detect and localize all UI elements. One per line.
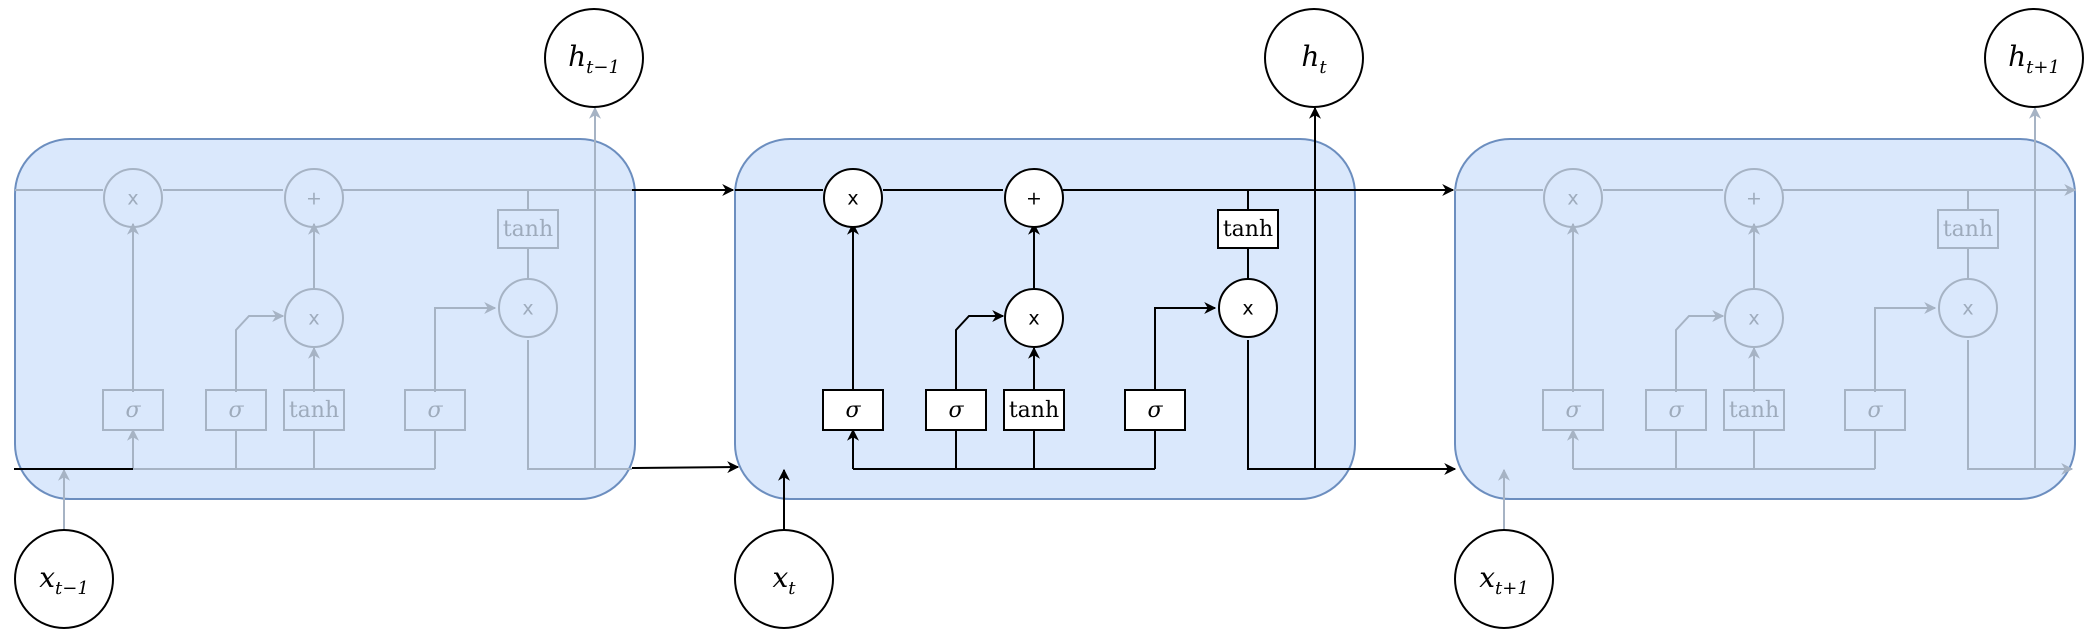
forget-gate xyxy=(822,389,884,431)
output-node-label: ht+1 xyxy=(2008,40,2060,78)
input-node-label: xt+1 xyxy=(1479,561,1529,599)
output-node xyxy=(544,8,644,108)
add-op-label: + xyxy=(306,188,322,210)
candidate-gate xyxy=(1723,389,1785,431)
input-multiply-op xyxy=(284,288,344,348)
output-multiply-op xyxy=(1938,278,1998,338)
input-multiply-op-label: x xyxy=(1748,308,1759,330)
add-op xyxy=(284,168,344,228)
output-tanh-box xyxy=(1217,209,1279,249)
output-gate-arrow xyxy=(1154,302,1217,392)
input-gate xyxy=(925,389,987,431)
output-gate-arrow xyxy=(434,302,497,392)
hidden-out-line xyxy=(527,340,632,470)
output-gate xyxy=(1844,389,1906,431)
output-gate xyxy=(404,389,466,431)
input-gate-label: σ xyxy=(228,398,244,423)
output-tanh-label: tanh xyxy=(1223,217,1273,242)
output-gate-label: σ xyxy=(1867,398,1883,423)
output-tanh-box xyxy=(497,209,559,249)
hidden-link-1 xyxy=(631,461,740,474)
input-gate-label: σ xyxy=(1668,398,1684,423)
add-op-label: + xyxy=(1746,188,1762,210)
forget-gate xyxy=(1542,389,1604,431)
candidate-gate-label: tanh xyxy=(1009,398,1059,423)
output-tanh-label: tanh xyxy=(1943,217,1993,242)
forget-gate-label: σ xyxy=(125,398,141,423)
inter-cell-connections xyxy=(14,184,1457,475)
input-gate-arrow xyxy=(235,310,285,392)
input-multiply-op-label: x xyxy=(308,308,319,330)
forget-multiply-op-label: x xyxy=(1567,188,1578,210)
input-multiply-op-label: x xyxy=(1028,308,1039,330)
forget-gate-label: σ xyxy=(1565,398,1581,423)
hidden-out-line xyxy=(1247,340,1352,470)
forget-multiply-op-label: x xyxy=(127,188,138,210)
add-op xyxy=(1724,168,1784,228)
output-multiply-op-label: x xyxy=(1242,298,1253,320)
output-multiply-op xyxy=(498,278,558,338)
output-node xyxy=(1984,8,2084,108)
candidate-gate-label: tanh xyxy=(1729,398,1779,423)
input-node-label: xt−1 xyxy=(39,561,89,599)
output-gate xyxy=(1124,389,1186,431)
forget-multiply-op xyxy=(823,168,883,228)
output-gate-arrow xyxy=(1874,302,1937,392)
output-multiply-op-label: x xyxy=(522,298,533,320)
input-multiply-op xyxy=(1724,288,1784,348)
lstm-cell-current: x + x x σ σ tanh σ tanh xt ht xyxy=(734,8,1364,629)
output-tanh-box xyxy=(1937,209,1999,249)
lstm-cell-next: x + x x σ σ tanh σ tanh xt+1 ht+1 xyxy=(1454,8,2084,629)
output-gate-label: σ xyxy=(427,398,443,423)
input-gate-arrow xyxy=(1675,310,1725,392)
output-tanh-label: tanh xyxy=(503,217,553,242)
input-gate xyxy=(205,389,267,431)
input-node xyxy=(734,529,834,629)
output-node-label: ht xyxy=(1301,40,1327,78)
candidate-gate xyxy=(1003,389,1065,431)
cell-body xyxy=(1454,138,2076,500)
output-node xyxy=(1264,8,1364,108)
input-node xyxy=(14,529,114,629)
input-node-label: xt xyxy=(772,561,796,599)
input-node xyxy=(1454,529,1554,629)
hidden-out-line xyxy=(1967,340,2074,475)
forget-gate-label: σ xyxy=(845,398,861,423)
candidate-gate xyxy=(283,389,345,431)
candidate-gate-label: tanh xyxy=(289,398,339,423)
add-op xyxy=(1004,168,1064,228)
output-multiply-op-label: x xyxy=(1962,298,1973,320)
forget-multiply-op xyxy=(1543,168,1603,228)
lstm-cell-prev: x + x x σ σ tanh σ tanh xt−1 ht−1 xyxy=(14,8,644,629)
output-multiply-op xyxy=(1218,278,1278,338)
add-op-label: + xyxy=(1026,188,1042,210)
output-node-label: ht−1 xyxy=(568,40,620,78)
forget-gate xyxy=(102,389,164,431)
cell-body xyxy=(14,138,636,500)
output-gate-label: σ xyxy=(1147,398,1163,423)
input-gate-label: σ xyxy=(948,398,964,423)
forget-multiply-op xyxy=(103,168,163,228)
forget-multiply-op-label: x xyxy=(847,188,858,210)
input-gate-arrow xyxy=(955,310,1005,392)
input-multiply-op xyxy=(1004,288,1064,348)
input-gate xyxy=(1645,389,1707,431)
